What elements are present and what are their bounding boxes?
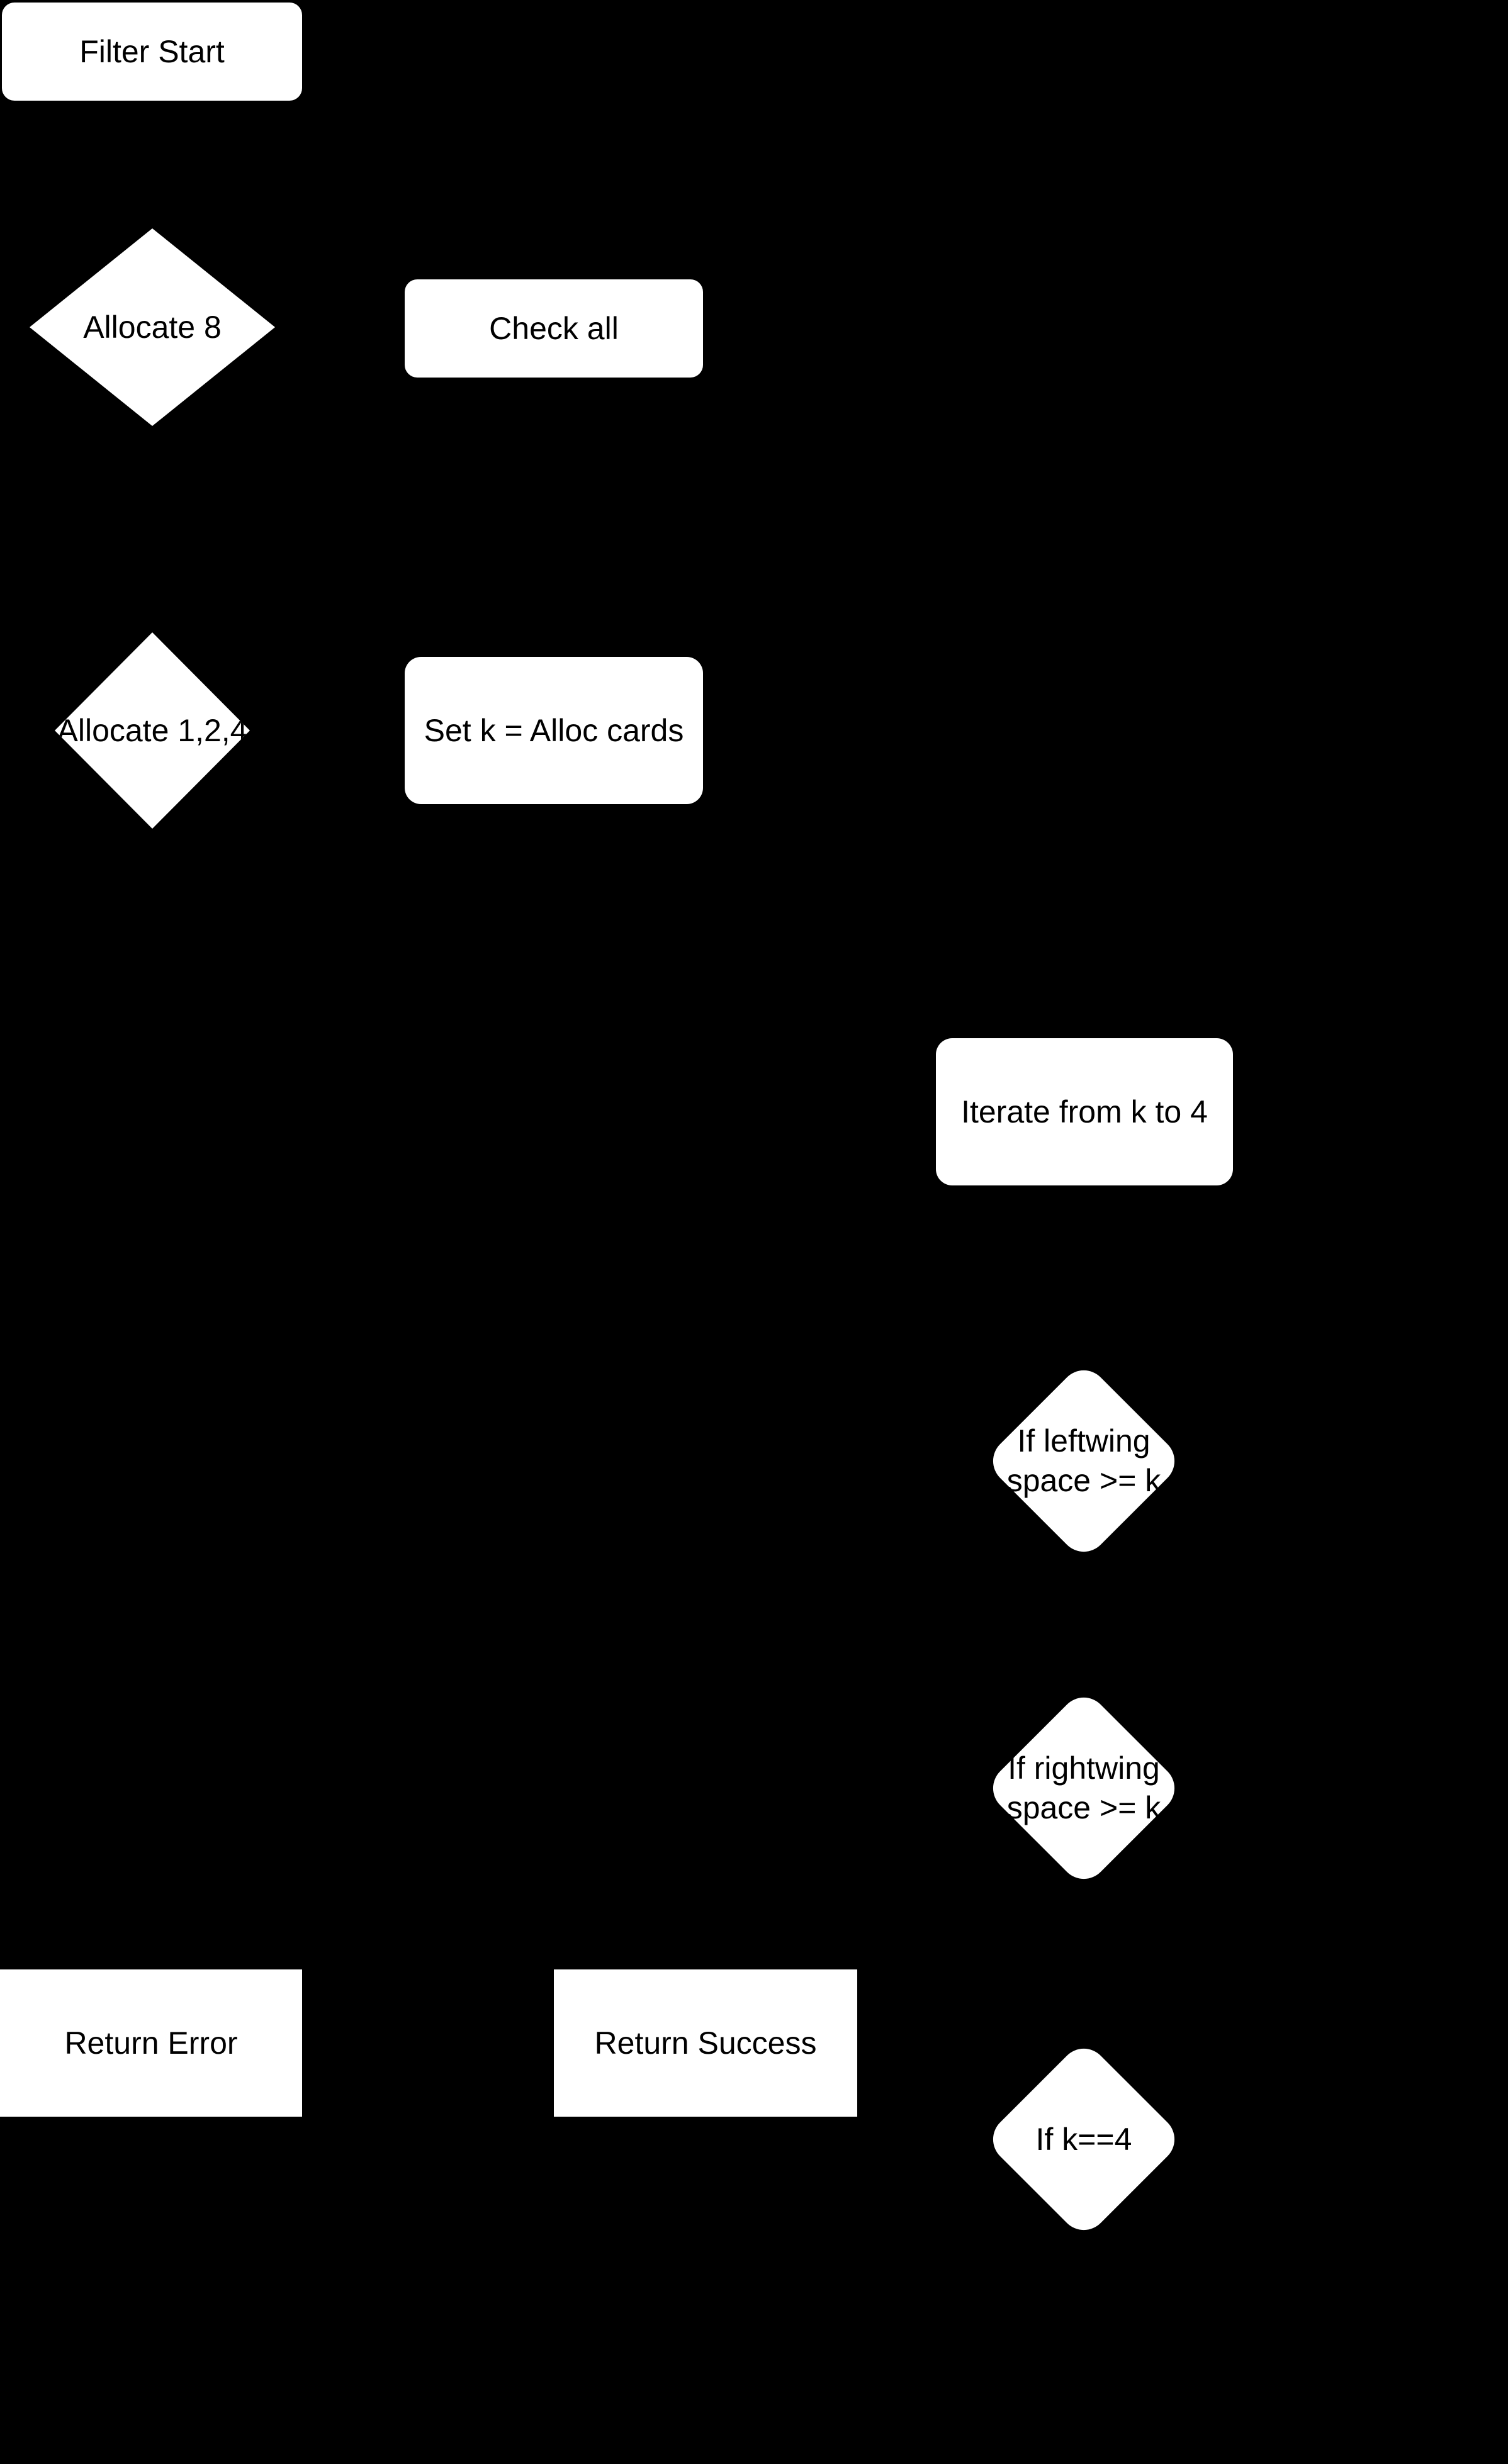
node-if-rightwing: If rightwing space >= k bbox=[983, 1688, 1184, 1889]
node-label: Allocate 1,2,4 bbox=[57, 712, 248, 748]
node-if-k-equals-4: If k==4 bbox=[983, 2039, 1184, 2240]
node-label: If rightwing space >= k bbox=[1006, 1750, 1161, 1825]
node-label: Allocate 8 bbox=[83, 309, 222, 345]
node-allocate-1-2-4: Allocate 1,2,4 bbox=[55, 632, 250, 829]
node-if-leftwing: If leftwing space >= k bbox=[983, 1360, 1184, 1562]
node-return-success: Return Success bbox=[554, 1969, 857, 2117]
node-label: Return Success bbox=[594, 2025, 817, 2061]
node-label: Filter Start bbox=[79, 33, 225, 69]
node-label: Set k = Alloc cards bbox=[424, 712, 684, 748]
node-filter-start: Filter Start bbox=[2, 3, 302, 101]
node-label: Iterate from k to 4 bbox=[961, 1094, 1208, 1129]
node-label: If leftwing space >= k bbox=[1006, 1423, 1161, 1498]
node-label: If k==4 bbox=[1035, 2121, 1132, 2157]
node-allocate-8: Allocate 8 bbox=[30, 228, 275, 426]
node-return-error: Return Error bbox=[0, 1969, 302, 2117]
node-iterate: Iterate from k to 4 bbox=[936, 1038, 1233, 1185]
node-check-all: Check all bbox=[405, 279, 703, 378]
node-set-k: Set k = Alloc cards bbox=[405, 657, 703, 804]
node-label: Return Error bbox=[64, 2025, 238, 2061]
node-label: Check all bbox=[489, 310, 619, 346]
